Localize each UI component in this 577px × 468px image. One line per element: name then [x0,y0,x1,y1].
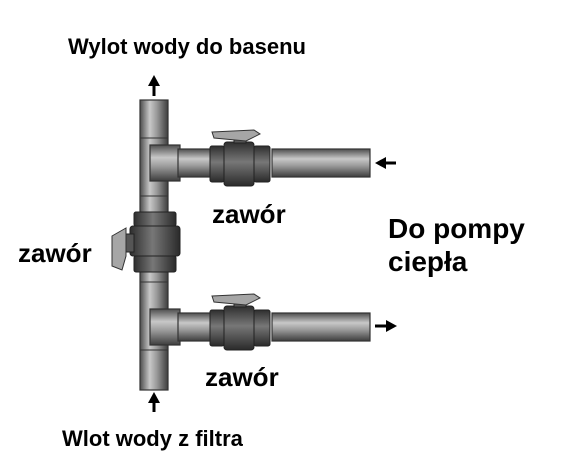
lower-pipe [149,308,371,346]
arrow-up-top-icon [148,75,160,96]
vertical-valve-label: zawór [18,238,92,268]
heat-pump-label: Do pompy ciepła [388,212,525,278]
upper-valve [209,129,271,187]
arrow-left-upper-icon [375,157,396,169]
lower-valve [209,293,271,351]
heat-pump-label-line2: ciepła [388,246,468,278]
arrow-up-bottom-icon [148,392,160,412]
arrow-right-lower-icon [375,320,397,332]
lower-valve-label: zawór [205,362,279,392]
valve-handle-icon [211,129,261,142]
vertical-valve [111,211,181,273]
outlet-label: Wylot wody do basenu [68,34,306,59]
heat-pump-label-line1: Do pompy [388,213,525,244]
valve-handle-icon [111,227,127,271]
valve-handle-icon [211,293,261,306]
upper-valve-label: zawór [212,199,286,229]
upper-pipe [149,144,371,182]
inlet-label: Wlot wody z filtra [62,426,243,451]
